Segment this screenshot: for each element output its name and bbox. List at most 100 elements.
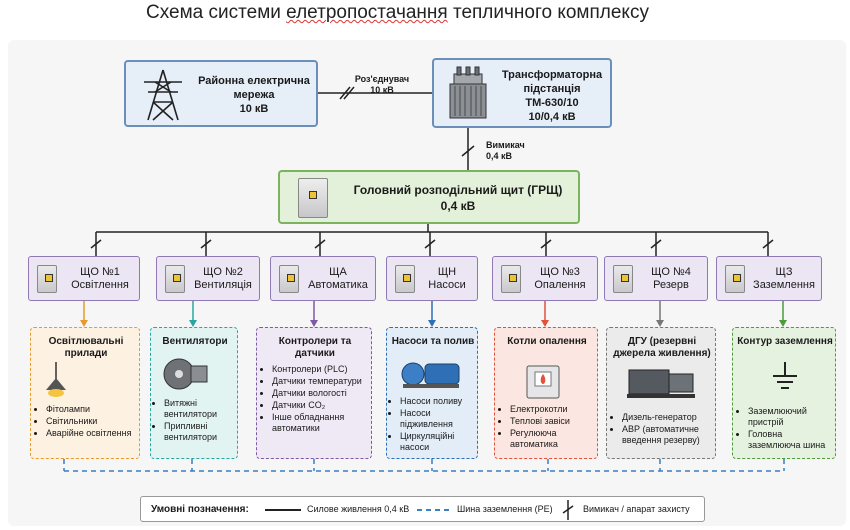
cabinet-icon <box>165 265 185 293</box>
load-items: Насоси поливу Насоси підживлення Циркуля… <box>389 396 477 454</box>
load-item: АВР (автоматичне введення резерву) <box>622 424 713 446</box>
load-item: Електрокотли <box>510 404 595 415</box>
switchboard-id: ЩО №1 <box>80 266 120 278</box>
main-board-voltage: 0,4 кВ <box>440 199 476 213</box>
main-board-name: Головний розподільний щит (ГРЩ) <box>353 183 563 197</box>
power-line-swatch <box>265 509 301 511</box>
load-item: Циркуляційні насоси <box>400 431 477 453</box>
breaker-voltage: 0,4 кВ <box>486 151 513 161</box>
switchboard-label: ЩО №4 Резерв <box>637 266 705 292</box>
breaker-label: Вимикач 0,4 кВ <box>486 140 546 162</box>
grid-voltage: 10 кВ <box>239 103 269 115</box>
load-item: Головна заземлююча шина <box>748 429 833 451</box>
switchboard-id: ЩО №4 <box>651 266 691 278</box>
disconnector-voltage: 10 кВ <box>370 85 394 95</box>
cabinet-icon <box>613 265 633 293</box>
switchboard-label: ЩО №3 Опалення <box>525 266 595 292</box>
load-heating: Котли опалення Електрокотли Теплові заві… <box>494 327 598 459</box>
switchboard-sho4: ЩО №4 Резерв <box>604 256 708 301</box>
load-item: Теплові завіси <box>510 416 595 427</box>
load-item: Датчики CO₂ <box>272 400 369 411</box>
load-generator: ДГУ (резервні джерела живлення) Дизель-г… <box>606 327 716 459</box>
switchboard-id: ЩО №2 <box>203 266 243 278</box>
transformer-node: Трансформаторна підстанція ТМ-630/10 10/… <box>432 58 612 128</box>
load-grounding: Контур заземлення Заземлюючий пристрій Г… <box>732 327 836 459</box>
load-title: Котли опалення <box>507 336 587 347</box>
legend-title: Умовні позначення: <box>151 504 249 515</box>
switchboard-label: ЩА Автоматика <box>303 266 373 292</box>
main-board: Головний розподільний щит (ГРЩ) 0,4 кВ <box>278 170 580 224</box>
main-board-cabinet-icon <box>298 178 328 218</box>
switchboard-id: ЩЗ <box>775 266 793 278</box>
load-item: Датчики температури <box>272 376 369 387</box>
disconnector-name: Роз'єднувач <box>354 74 410 84</box>
load-title: Контролери та датчики <box>278 336 352 359</box>
breaker-icon <box>562 500 574 520</box>
switchboard-label: ЩЗ Заземлення <box>749 266 819 292</box>
load-item: Регулююча автоматика <box>510 428 595 450</box>
grid-label: Районна електрична мережа 10 кВ <box>194 74 314 116</box>
load-item: Інше обладнання автоматики <box>272 412 369 434</box>
lamp-icon <box>46 362 66 397</box>
switchboard-id: ЩО №3 <box>540 266 580 278</box>
grid-name: Районна електрична мережа <box>198 75 310 101</box>
load-title: Освітлювальні прилади <box>48 336 124 359</box>
switchboard-name: Вентиляція <box>194 279 252 291</box>
load-title: Контур заземлення <box>737 336 833 347</box>
diagram-title: Схема системи елетропостачання тепличног… <box>0 2 795 24</box>
load-items: Контролери (PLC) Датчики температури Дат… <box>261 364 369 435</box>
switchboard-sha: ЩА Автоматика <box>270 256 376 301</box>
title-text: Схема системи елетропостачання тепличног… <box>146 2 649 23</box>
legend: Умовні позначення: Силове живлення 0,4 к… <box>140 496 705 522</box>
switchboard-sho2: ЩО №2 Вентиляція <box>156 256 260 301</box>
load-items: Витяжні вентилятори Припливні вентилятор… <box>153 398 237 444</box>
load-item: Контролери (PLC) <box>272 364 369 375</box>
ground-line-swatch <box>417 509 451 511</box>
load-lighting: Освітлювальні прилади Фітолампи Світильн… <box>30 327 140 459</box>
switchboard-name: Насоси <box>428 279 466 291</box>
pump-icon <box>401 362 460 388</box>
switchboard-name: Опалення <box>534 279 586 291</box>
load-item: Датчики вологості <box>272 388 369 399</box>
load-item: Витяжні вентилятори <box>164 398 237 420</box>
switchboard-label: ЩО №1 Освітлення <box>63 266 137 292</box>
switchboard-id: ЩН <box>437 266 457 278</box>
switchboard-label: ЩО №2 Вентиляція <box>189 266 257 292</box>
transformer-ratio: 10/0,4 кВ <box>528 111 576 123</box>
switchboard-sho1: ЩО №1 Освітлення <box>28 256 140 301</box>
load-item: Аварійне освітлення <box>46 428 137 439</box>
switchboard-sho3: ЩО №3 Опалення <box>492 256 598 301</box>
load-pumps: Насоси та полив Насоси поливу Насоси під… <box>386 327 478 459</box>
load-item: Фітолампи <box>46 404 137 415</box>
load-items: Заземлюючий пристрій Головна заземлююча … <box>737 406 833 452</box>
load-items: Фітолампи Світильники Аварійне освітленн… <box>35 404 137 440</box>
load-item: Припливні вентилятори <box>164 421 237 443</box>
transformer-icon <box>449 66 487 119</box>
cabinet-icon <box>37 265 57 293</box>
fan-icon <box>163 358 208 390</box>
switchboard-name: Заземлення <box>753 279 815 291</box>
switchboard-name: Автоматика <box>308 279 368 291</box>
cabinet-icon <box>395 265 415 293</box>
disconnector-label: Роз'єднувач 10 кВ <box>350 74 414 96</box>
load-item: Насоси підживлення <box>400 408 477 430</box>
power-tower-icon <box>144 69 182 121</box>
load-items: Електрокотли Теплові завіси Регулююча ав… <box>499 404 595 451</box>
load-item: Насоси поливу <box>400 396 477 407</box>
transformer-model: ТМ-630/10 <box>525 97 579 109</box>
main-board-label: Головний розподільний щит (ГРЩ) 0,4 кВ <box>340 182 576 214</box>
transformer-name: Трансформаторна підстанція <box>501 69 603 95</box>
switchboard-name: Освітлення <box>71 279 129 291</box>
breaker-name: Вимикач <box>486 140 525 150</box>
load-title: ДГУ (резервні джерела живлення) <box>613 336 711 359</box>
switchboard-name: Резерв <box>653 279 689 291</box>
boiler-icon <box>526 365 560 399</box>
switchboard-shz: ЩЗ Заземлення <box>716 256 822 301</box>
generator-icon <box>627 369 695 398</box>
cabinet-icon <box>501 265 521 293</box>
cabinet-icon <box>279 265 299 293</box>
grid-node: Районна електрична мережа 10 кВ <box>124 60 318 127</box>
load-item: Дизель-генератор <box>622 412 713 423</box>
load-ventilation: Вентилятори Витяжні вентилятори Припливн… <box>150 327 238 459</box>
